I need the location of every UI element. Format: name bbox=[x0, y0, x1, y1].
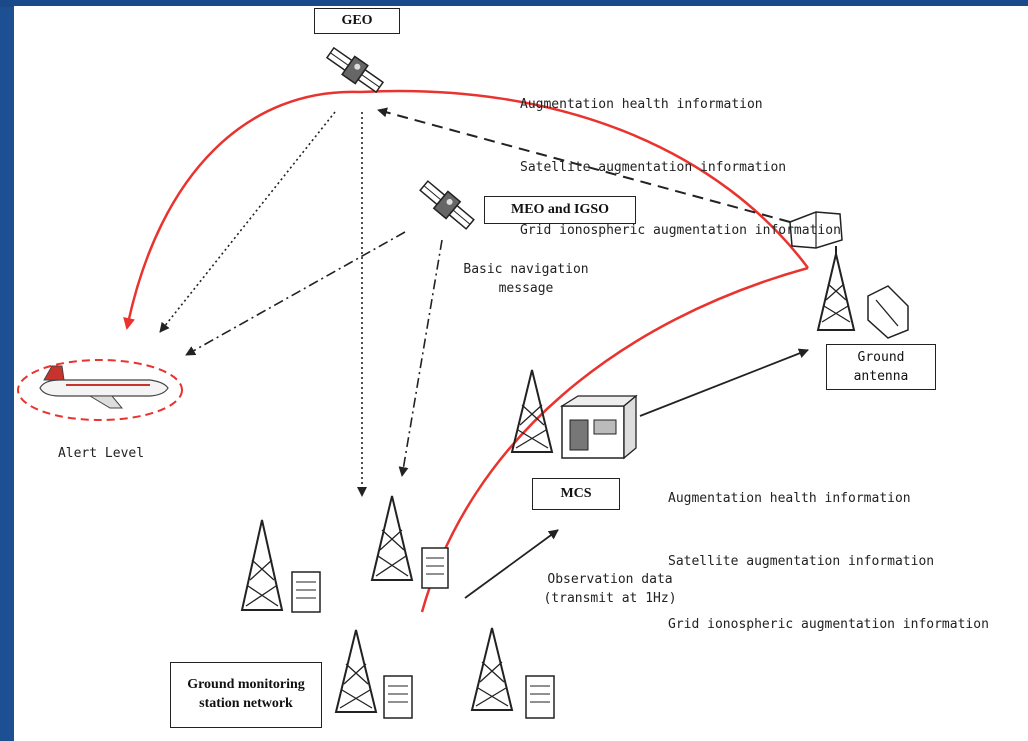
alert-level-ellipse bbox=[17, 359, 183, 421]
ground-network-line-1: Ground monitoring bbox=[187, 677, 305, 692]
aug-top-line-3: Grid ionospheric augmentation informatio… bbox=[520, 223, 841, 238]
mcs-to-antenna-arrow bbox=[639, 348, 809, 417]
geo-satellite-icon bbox=[325, 46, 385, 94]
network-to-antenna-red-link bbox=[420, 266, 809, 613]
ground-antenna-line-1: Ground bbox=[857, 350, 905, 365]
aircraft-icon bbox=[39, 365, 169, 409]
geo-to-aircraft-dotted-arrow bbox=[159, 111, 336, 333]
augmentation-info-top: Augmentation health information Satellit… bbox=[520, 52, 841, 283]
monitoring-station-4-icon bbox=[470, 627, 555, 719]
observation-line-2: (transmit at 1Hz) bbox=[543, 591, 677, 606]
basic-navigation-line-2: message bbox=[498, 281, 554, 296]
augmentation-info-right: Augmentation health information Satellit… bbox=[668, 446, 989, 677]
basic-navigation-line-1: Basic navigation bbox=[463, 262, 589, 277]
meo-to-aircraft-dashdot-arrow bbox=[185, 231, 406, 356]
top-band bbox=[0, 0, 1028, 7]
mcs-station-icon bbox=[510, 369, 638, 460]
aug-top-line-1: Augmentation health information bbox=[520, 97, 763, 112]
geo-to-aircraft-red-link bbox=[123, 90, 361, 330]
geo-label: GEO bbox=[314, 8, 400, 34]
observation-data-label: Observation data (transmit at 1Hz) bbox=[530, 570, 690, 608]
mcs-label: MCS bbox=[532, 478, 620, 510]
ground-antenna-icon bbox=[789, 211, 909, 339]
aug-right-line-1: Augmentation health information bbox=[668, 491, 911, 506]
ground-network-label: Ground monitoring station network bbox=[170, 662, 322, 728]
monitoring-station-2-icon bbox=[370, 495, 449, 589]
monitoring-station-1-icon bbox=[240, 519, 321, 613]
aug-right-line-2: Satellite augmentation information bbox=[668, 554, 935, 569]
geo-to-antenna-red-link bbox=[359, 89, 810, 269]
meo-igso-label: MEO and IGSO bbox=[484, 196, 636, 224]
aug-right-line-3: Grid ionospheric augmentation informatio… bbox=[668, 617, 989, 632]
meo-satellite-icon bbox=[419, 180, 475, 230]
ground-antenna-line-2: antenna bbox=[853, 369, 909, 384]
ground-network-line-2: station network bbox=[199, 696, 293, 711]
alert-level-label: Alert Level bbox=[57, 446, 145, 461]
ground-antenna-label: Ground antenna bbox=[826, 344, 936, 390]
network-to-mcs-arrow bbox=[464, 529, 559, 599]
aug-top-line-2: Satellite augmentation information bbox=[520, 160, 787, 175]
basic-navigation-label: Basic navigation message bbox=[446, 260, 606, 298]
observation-line-1: Observation data bbox=[547, 572, 673, 587]
monitoring-station-3-icon bbox=[334, 629, 413, 719]
meo-to-network-dashdot-arrow bbox=[398, 239, 443, 477]
